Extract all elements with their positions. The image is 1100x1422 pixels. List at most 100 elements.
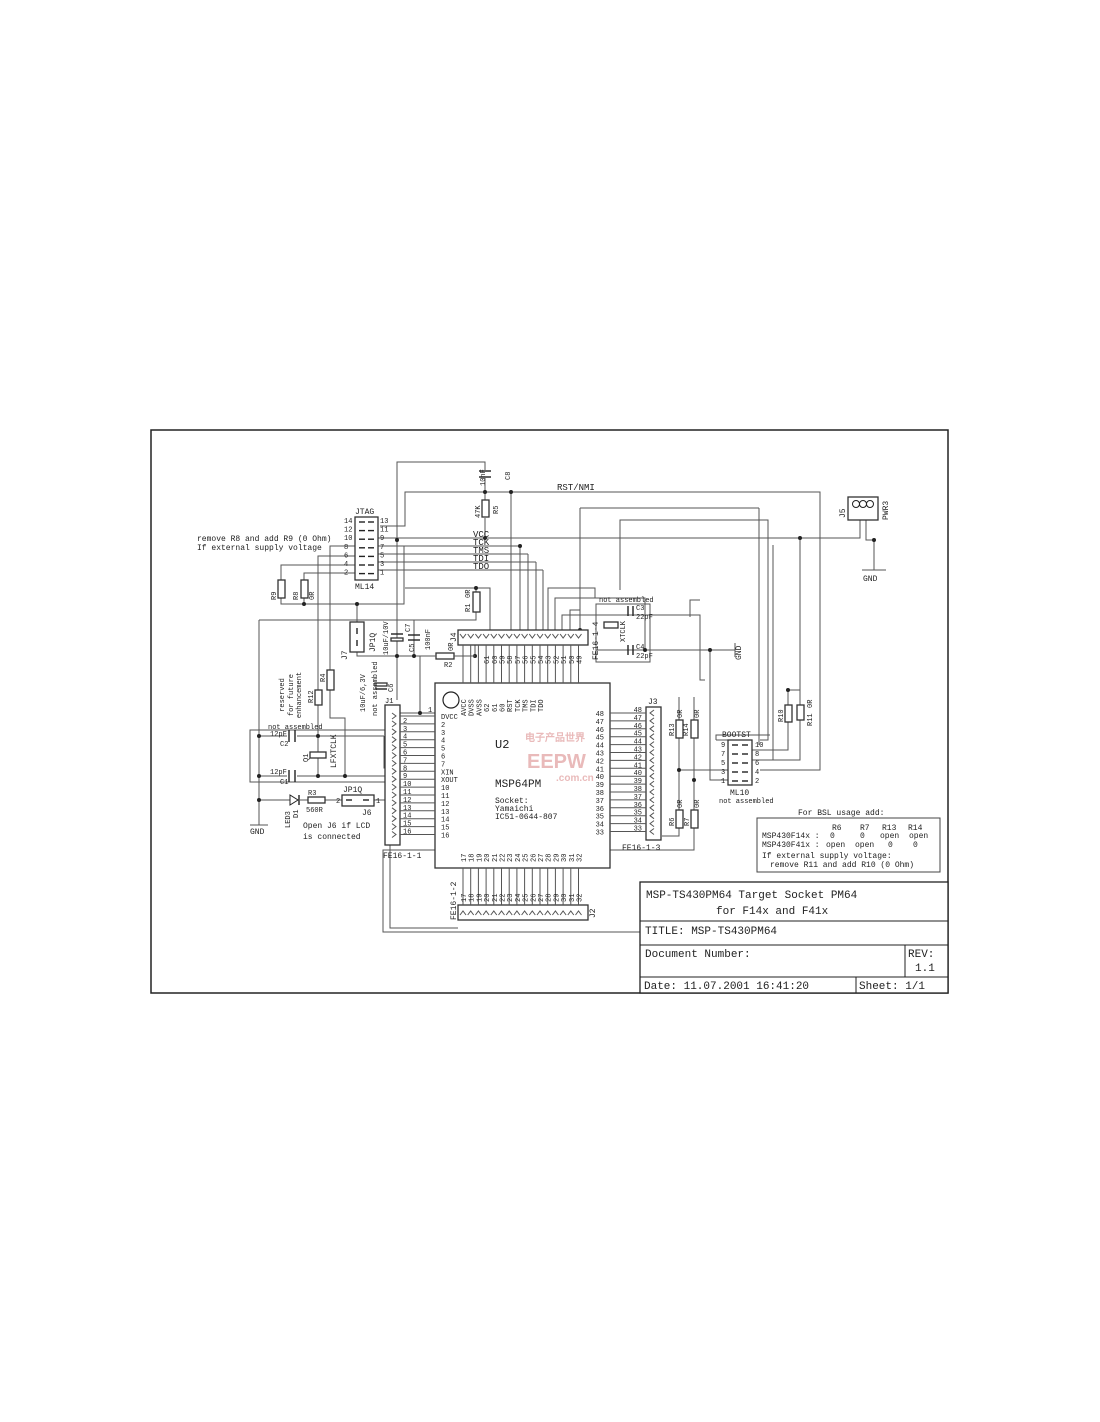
j1-pin-number: 4 [403, 734, 407, 742]
u2-left-pin-label: 6 [441, 754, 445, 762]
j4-pin-label: 58 [507, 656, 515, 664]
u2-part: MSP64PM [495, 779, 541, 791]
j3-pin-number: 39 [634, 778, 642, 786]
j1-pin-contact [391, 767, 397, 775]
svg-text:not assembled: not assembled [599, 597, 654, 605]
svg-text:1: 1 [428, 707, 432, 715]
capacitor-c6: 10uF/6,3V C6 not assembled [360, 661, 396, 716]
j3-pin-contact [649, 764, 655, 772]
resistor-r1: R1 0R [465, 589, 481, 613]
j4-pin-label: AVCC [461, 699, 469, 716]
svg-text:10uF/10V: 10uF/10V [383, 621, 391, 655]
svg-text:J5: J5 [839, 508, 848, 518]
u2-right-pin-label: 46 [596, 727, 604, 735]
j2-pin-number: 22 [500, 894, 508, 902]
svg-text:D1: D1 [293, 810, 301, 818]
jtag-note-1: remove R8 and add R9 (0 Ohm) [197, 535, 331, 544]
u2-left-pin-label: 7 [441, 761, 445, 769]
svg-text:10uF/6,3V: 10uF/6,3V [360, 673, 368, 712]
svg-text:0R: 0R [694, 799, 702, 808]
u2-left-pin-label: 14 [441, 817, 449, 825]
j4-pin-contact [490, 633, 498, 639]
capacitor-c8: 10nF C8 [479, 469, 513, 486]
svg-text:remove R11 and add R10 (0 Ohm): remove R11 and add R10 (0 Ohm) [770, 861, 914, 870]
u2-top-pin-label: 60 [500, 704, 508, 712]
j2-pin-number: 30 [561, 894, 569, 902]
svg-text:R8: R8 [293, 592, 301, 600]
svg-text:2: 2 [336, 798, 340, 806]
j1-pin-contact [391, 760, 397, 767]
svg-text:FE16-1-3: FE16-1-3 [622, 844, 661, 853]
svg-text:0R: 0R [694, 709, 702, 718]
document-number-field: Document Number: [645, 949, 751, 961]
boot-pin-number: 7 [721, 751, 725, 759]
svg-text:JP1Q: JP1Q [343, 786, 362, 795]
j2-pin-contact [559, 910, 567, 916]
j4-pin-label: DVSS [469, 699, 477, 716]
j2-pin-contact [528, 910, 536, 916]
svg-text:open: open [909, 832, 928, 841]
boot-pin-number: 1 [721, 778, 725, 786]
j4-pin-contact [544, 633, 552, 639]
j4-pin-label: 53 [546, 656, 554, 664]
j4-pin-label: 55 [530, 656, 538, 664]
svg-text:R9: R9 [271, 592, 279, 600]
jtag-pin-number: 5 [380, 552, 384, 560]
u2-bottom-pin-label: 30 [561, 854, 569, 862]
u2-left-pin-label: 15 [441, 825, 449, 833]
lf-crystal-block: not assembled 12pF C2 12pF C1 Q1 LFXTCLK [268, 724, 339, 787]
j2-pin-number: 23 [507, 894, 515, 902]
u2-left-pin-label: XIN [441, 769, 454, 777]
u2-right-pin-label: 33 [596, 830, 604, 838]
u2-right-pin-label: 41 [596, 766, 604, 774]
jtag-pin-number: 7 [380, 544, 384, 552]
u2-right-pin-label: 36 [596, 806, 604, 814]
j2-pin-number: 31 [569, 894, 577, 902]
j2-pin-number: 24 [515, 894, 523, 902]
boot-pin-number: 8 [755, 751, 759, 759]
svg-text:LFXTCLK: LFXTCLK [330, 734, 339, 768]
boot-pin-number: 4 [755, 769, 759, 777]
j4-pin-label: 61 [484, 656, 492, 664]
svg-text:open: open [855, 841, 874, 850]
j3-pin-number: 34 [634, 818, 642, 826]
j3-pin-contact [649, 772, 655, 780]
j1-pin-number: 13 [403, 805, 411, 813]
net-tms: TMS [473, 546, 489, 556]
rev-value: 1.1 [915, 963, 935, 975]
boot-pin-number: 9 [721, 742, 725, 750]
u2-ref: U2 [495, 738, 509, 752]
j3-pin-contact [649, 796, 655, 804]
j2-pin-number: 27 [538, 894, 546, 902]
j3-pin-number: 36 [634, 802, 642, 810]
svg-text:R4: R4 [320, 674, 328, 682]
j3-pin-contact [649, 709, 655, 717]
j4-pin-label: 52 [553, 656, 561, 664]
j2-pin-contact [498, 910, 505, 916]
j1-pin-number: 7 [403, 757, 407, 765]
svg-text:R3: R3 [308, 790, 316, 798]
svg-text:If external supply voltage:: If external supply voltage: [762, 852, 892, 861]
svg-text:open: open [826, 841, 845, 850]
net-rst-nmi: RST/NMI [557, 483, 595, 493]
u2-bottom-pin-label: 23 [507, 854, 515, 862]
u2-bottom-pin-label: 31 [569, 854, 577, 862]
jtag-pin-number: 3 [380, 561, 384, 569]
j1-pin-number: 10 [403, 781, 411, 789]
j3-pin-contact [649, 717, 655, 725]
j4-pin-contact [475, 633, 482, 639]
svg-text:MSP430F41x :: MSP430F41x : [762, 841, 820, 850]
svg-text:R2: R2 [444, 662, 452, 670]
net-labels: RST/NMI VCC TCK TMS TDI TDO GND GND GND [250, 483, 878, 837]
boot-pin-number: 3 [721, 769, 725, 777]
title-heading-2: for F14x and F41x [716, 906, 829, 918]
svg-text:R7: R7 [684, 818, 692, 826]
j2-pin-number: 18 [469, 894, 477, 902]
u2-top-pin-label: TCK [515, 699, 523, 712]
j3-pin-number: 47 [634, 715, 642, 723]
j1-pin-number: 11 [403, 789, 411, 797]
svg-text:C8: C8 [505, 472, 513, 480]
j4-pin-label: 54 [538, 656, 546, 664]
